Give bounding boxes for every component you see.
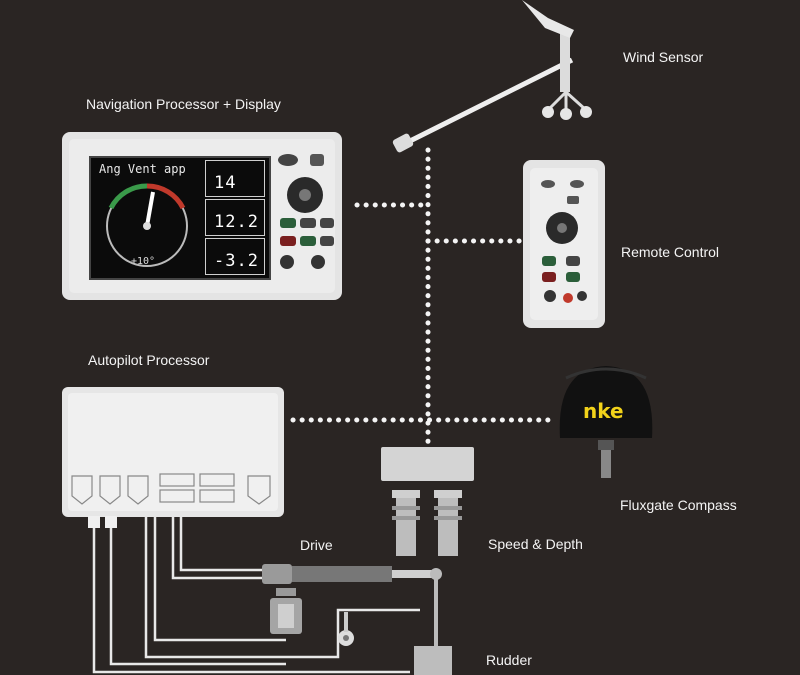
compass-brand-logo: nke <box>583 399 624 423</box>
label-rudder: Rudder <box>486 652 532 668</box>
label-speed-depth: Speed & Depth <box>488 536 583 552</box>
speed-depth-sensors <box>381 447 474 556</box>
autopilot-processor <box>62 387 284 528</box>
autopilot-wiring <box>92 517 420 674</box>
dotted-bus <box>290 147 551 451</box>
data-box-1: 14 <box>205 160 265 197</box>
fluxgate-compass <box>559 366 653 478</box>
wind-gauge <box>106 183 188 267</box>
data-box-3: -3.2 <box>205 238 265 275</box>
rudder <box>414 646 452 675</box>
label-autopilot-processor: Autopilot Processor <box>88 352 210 368</box>
display-screen: Ang Vent app +10° 14 12.2 -3.2 <box>89 156 271 280</box>
remote-control <box>523 160 605 328</box>
data-box-value: -3.2 <box>214 251 259 271</box>
drive-actuator <box>262 564 442 650</box>
label-fluxgate-compass: Fluxgate Compass <box>620 497 737 513</box>
label-remote-control: Remote Control <box>621 244 720 260</box>
data-box-value: 14 <box>214 173 237 193</box>
screen-title: Ang Vent app <box>99 162 186 176</box>
data-box-value: 12.2 <box>214 212 259 232</box>
wind-sensor <box>392 0 592 153</box>
data-box-2: 12.2 <box>205 199 265 236</box>
label-wind-sensor: Wind Sensor <box>623 49 704 65</box>
label-nav-processor: Navigation Processor + Display <box>86 96 281 112</box>
gauge-value: +10° <box>131 256 156 267</box>
label-drive: Drive <box>300 537 333 553</box>
